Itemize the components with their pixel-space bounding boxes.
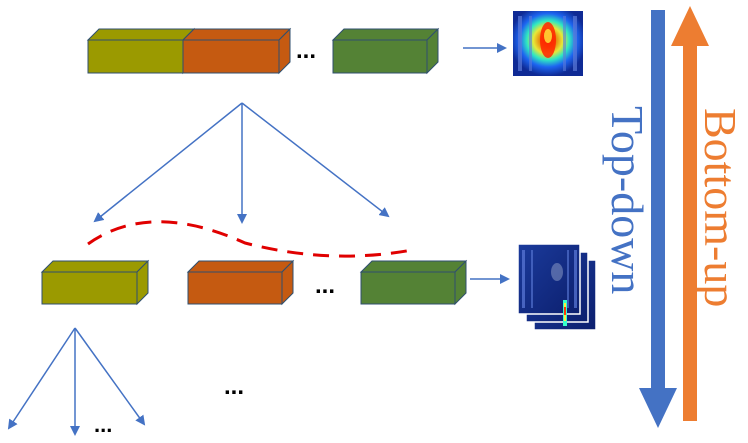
mid-block-orange: [186, 259, 295, 306]
bottom-ellipsis: ...: [224, 373, 244, 400]
mid-ellipsis: ...: [315, 272, 335, 299]
mid-block-olive: [40, 259, 150, 306]
top-block-olive: [86, 27, 196, 75]
mid-block-green: [359, 259, 468, 306]
bottom-branch-arrows: [7, 327, 146, 436]
top-block-orange: [181, 27, 292, 75]
top-ellipsis: ...: [296, 37, 316, 64]
top-down-arrow: [639, 10, 677, 428]
top-branch-arrows: [93, 102, 390, 224]
top-block-green: [331, 27, 440, 75]
heatmap-image: [513, 11, 583, 76]
heatmap-stack-image: [517, 243, 597, 331]
bottom-up-label: Bottom-up: [695, 108, 746, 307]
top-down-label: Top-down: [602, 106, 653, 294]
dashed-wave: [87, 220, 413, 258]
bottom-branch-ellipsis: ...: [94, 412, 112, 437]
bottom-up-arrow: [671, 6, 709, 421]
